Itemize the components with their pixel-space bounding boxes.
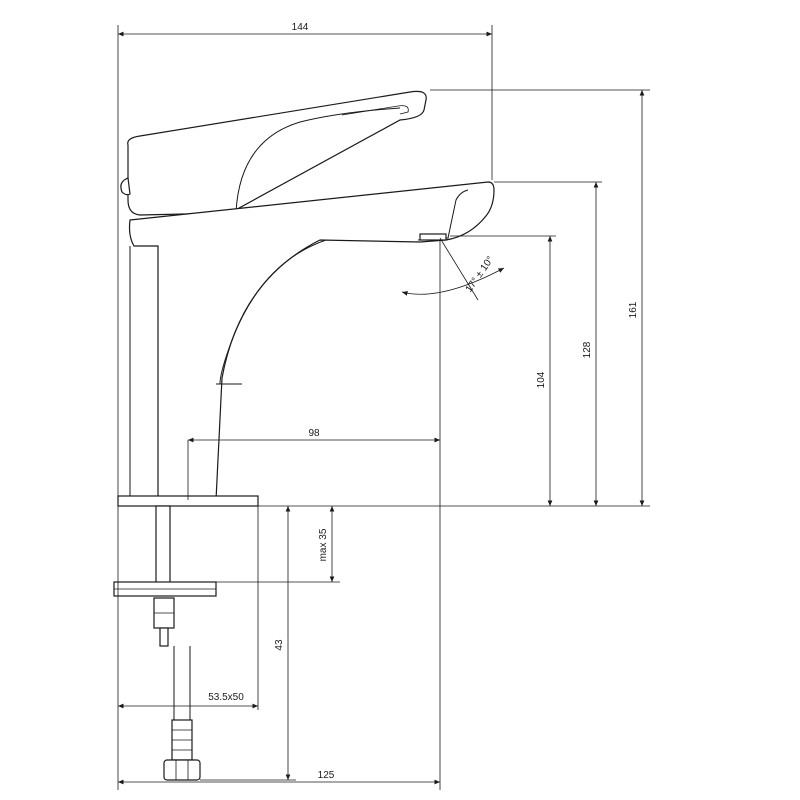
lever-handle	[127, 90, 427, 216]
spout-outlet	[417, 189, 469, 241]
dim-height-total: 161	[628, 301, 639, 318]
hose-fitting	[163, 759, 201, 781]
lever-groove	[341, 105, 409, 116]
dim-hose-label: 53.5x50	[208, 692, 244, 703]
dim-below-deck: 43	[274, 639, 285, 651]
dim-max-deck: max 35	[318, 528, 329, 561]
dim-height-outlet: 104	[536, 371, 547, 388]
dim-height-spout: 128	[582, 341, 593, 358]
dim-bottom-width: 125	[318, 770, 335, 781]
spout-body	[128, 181, 495, 501]
lever-knob	[120, 177, 131, 196]
mounting-rod	[155, 505, 171, 587]
dim-spout-reach: 98	[308, 428, 320, 439]
aerator	[419, 233, 447, 241]
faucet-outline	[113, 90, 495, 781]
dim-overall-width: 144	[292, 22, 309, 33]
spout-inner-curve	[219, 239, 327, 385]
dimension-lines	[118, 31, 645, 785]
